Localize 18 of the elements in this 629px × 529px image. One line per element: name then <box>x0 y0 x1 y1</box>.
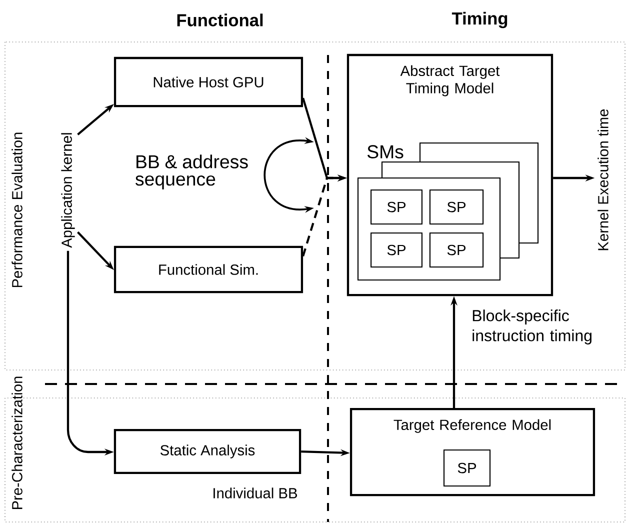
unit-box: SP <box>370 189 422 225</box>
unit-box: SP <box>429 189 484 225</box>
unit-box: SP <box>443 449 491 487</box>
unit-box: SP <box>429 232 484 268</box>
rotated-label: Application kernel <box>61 133 75 248</box>
column-heading: Timing <box>452 12 508 28</box>
section-label: Pre-Characterization <box>12 376 22 510</box>
node-label: SMs <box>367 145 404 158</box>
sequence-label: BB & address sequence <box>136 154 248 190</box>
unit-box: SP <box>370 232 422 268</box>
edge-label: Block-specific instruction timing <box>472 310 592 344</box>
column-heading: Functional <box>177 14 263 26</box>
section-label: Performance Evaluation <box>12 132 22 288</box>
process-box: Static Analysis <box>114 428 302 474</box>
rotated-label: Kernel Execution time <box>598 109 608 250</box>
note-label: Individual BB <box>214 488 297 498</box>
process-box: Functional Sim. <box>114 246 304 294</box>
process-box: Native Host GPU <box>114 56 304 108</box>
